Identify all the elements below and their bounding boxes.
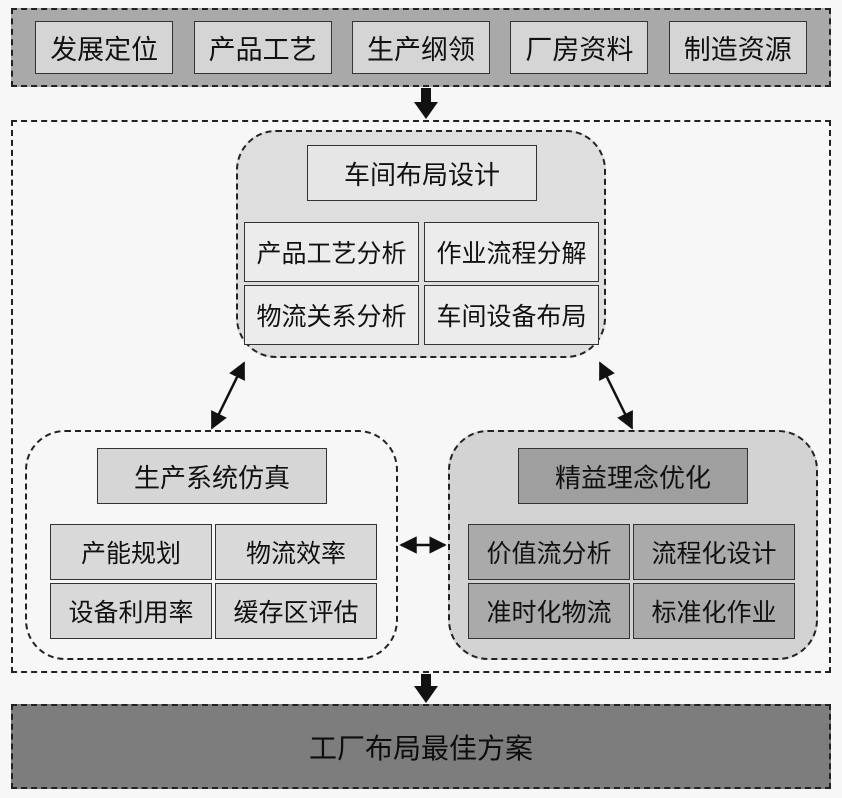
- down-arrow-bottom: [414, 674, 438, 703]
- input-manufacturing-resources: 制造资源: [668, 21, 807, 74]
- arrow-layout-simulation: [210, 361, 246, 430]
- workshop-cell-3: 物流关系分析: [244, 285, 419, 345]
- lean-cell-4: 标准化作业: [633, 583, 795, 639]
- input-product-process: 产品工艺: [193, 21, 332, 74]
- simulation-cell-2: 物流效率: [215, 524, 377, 580]
- workshop-cell-1: 产品工艺分析: [244, 222, 419, 282]
- lean-cell-1: 价值流分析: [468, 524, 630, 580]
- lean-cell-3: 准时化物流: [468, 583, 630, 639]
- workshop-layout-title: 车间布局设计: [307, 145, 537, 201]
- output-bar: 工厂布局最佳方案: [11, 704, 831, 789]
- lean-title: 精益理念优化: [518, 448, 748, 504]
- workshop-cell-4: 车间设备布局: [424, 285, 599, 345]
- simulation-title: 生产系统仿真: [97, 448, 327, 504]
- arrow-layout-lean: [598, 361, 634, 430]
- input-factory-data: 厂房资料: [510, 21, 649, 74]
- input-row: 发展定位 产品工艺 生产纲领 厂房资料 制造资源: [11, 8, 831, 87]
- main-frame: [11, 120, 831, 673]
- workshop-cell-2: 作业流程分解: [424, 222, 599, 282]
- simulation-cell-4: 缓存区评估: [215, 583, 377, 639]
- down-arrow-top: [414, 88, 438, 119]
- input-production-program: 生产纲领: [351, 21, 490, 74]
- simulation-cell-3: 设备利用率: [50, 583, 212, 639]
- lean-cell-2: 流程化设计: [633, 524, 795, 580]
- simulation-cell-1: 产能规划: [50, 524, 212, 580]
- input-development-positioning: 发展定位: [35, 21, 174, 74]
